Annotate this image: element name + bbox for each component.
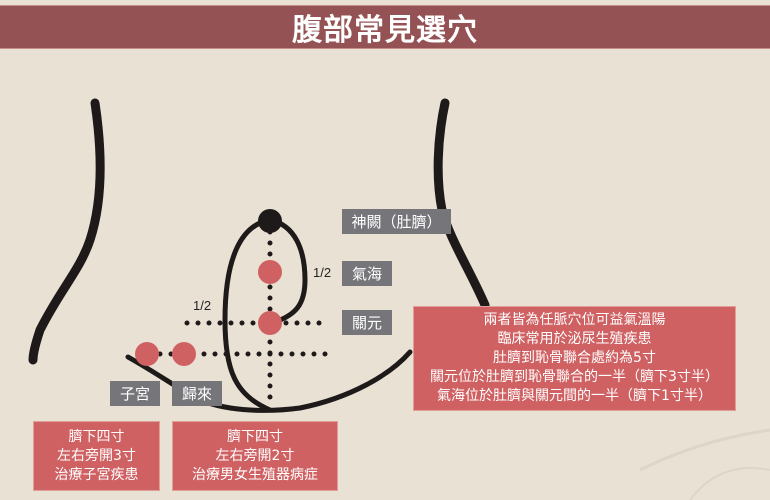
belly-curve bbox=[125, 349, 413, 413]
left-body-outline bbox=[28, 98, 105, 365]
label-shenque-text: 神闕（肚臍） bbox=[351, 213, 442, 231]
info-main-line: 肚臍到恥骨聯合處約為5寸 bbox=[493, 350, 656, 366]
zigong-point bbox=[135, 342, 159, 366]
info-main-line: 關元位於肚臍到恥骨聯合的一半（臍下3寸半） bbox=[430, 369, 719, 385]
info-main-line: 氣海位於肚臍與關元間的一半（臍下1寸半） bbox=[437, 388, 712, 404]
shenque-point bbox=[258, 209, 282, 233]
info-main-line: 臨床常用於泌尿生殖疾患 bbox=[497, 331, 652, 347]
right-body-outline bbox=[433, 98, 490, 310]
label-guanyuan-text: 關元 bbox=[351, 314, 382, 332]
info-main-line: 兩者皆為任脈穴位可益氣溫陽 bbox=[483, 312, 666, 328]
measure-arc-left bbox=[222, 217, 271, 413]
info-zigong-line: 臍下四寸 bbox=[68, 428, 125, 445]
qihai-point bbox=[258, 260, 282, 284]
guanyuan-point bbox=[258, 311, 282, 335]
label-qihai: 氣海 bbox=[342, 261, 392, 286]
info-guilai-line: 臍下四寸 bbox=[227, 428, 283, 445]
half-label-right: 1/2 bbox=[313, 265, 332, 280]
label-guilai-text: 歸來 bbox=[181, 385, 212, 403]
info-zigong-line: 左右旁開3寸 bbox=[57, 447, 136, 464]
measure-arc-right bbox=[269, 217, 308, 325]
label-zigong: 子宮 bbox=[110, 381, 160, 406]
title-bar: 腹部常見選穴 bbox=[0, 5, 770, 49]
info-box-zigong: 臍下四寸 左右旁開3寸 治療子宮疾患 bbox=[33, 421, 160, 491]
half-label-left: 1/2 bbox=[193, 298, 212, 313]
label-guilai: 歸來 bbox=[172, 381, 222, 406]
label-shenque: 神闕（肚臍） bbox=[342, 209, 451, 234]
info-box-guilai: 臍下四寸 左右旁開2寸 治療男女生殖器病症 bbox=[172, 421, 338, 491]
guilai-point bbox=[172, 342, 196, 366]
info-guilai-line: 左右旁開2寸 bbox=[215, 447, 295, 464]
info-zigong-line: 治療子宮疾患 bbox=[54, 466, 139, 483]
label-guanyuan: 關元 bbox=[342, 310, 392, 335]
page-title: 腹部常見選穴 bbox=[292, 13, 478, 48]
label-zigong-text: 子宮 bbox=[119, 385, 150, 403]
info-guilai-line: 治療男女生殖器病症 bbox=[192, 466, 318, 483]
info-box-main: 兩者皆為任脈穴位可益氣溫陽 臨床常用於泌尿生殖疾患 肚臍到恥骨聯合處約為5寸 關… bbox=[413, 306, 736, 411]
label-qihai-text: 氣海 bbox=[351, 265, 382, 283]
